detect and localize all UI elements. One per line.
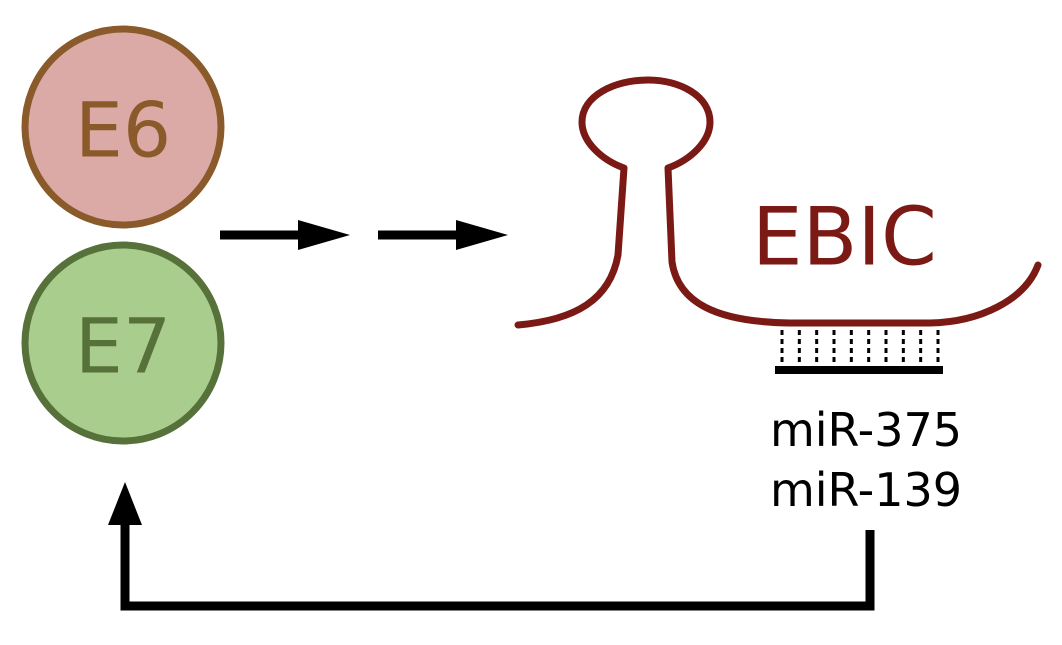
- feedback-arrow: [108, 482, 875, 611]
- e7-label: E7: [75, 302, 171, 391]
- ebic-rna: EBIC: [514, 76, 1042, 329]
- activation-arrows: [220, 220, 508, 250]
- e7-circle: [21, 241, 225, 445]
- mirna-labels: miR-375 miR-139: [770, 403, 962, 517]
- mirna-strand-bar: [775, 366, 943, 374]
- arrow-1-head: [298, 220, 350, 250]
- ebic-hairpin-strand: [514, 76, 1042, 329]
- e7-node: E7: [21, 241, 225, 445]
- mirna-label-375: miR-375: [770, 403, 962, 457]
- e6-circle: [21, 25, 225, 229]
- arrow-2-head: [456, 220, 508, 250]
- e6-label: E6: [75, 86, 171, 175]
- feedback-arrow-head: [108, 482, 142, 525]
- ebic-label: EBIC: [752, 191, 937, 284]
- base-pair-ticks: [780, 330, 940, 364]
- mirna-binding-site: [775, 330, 943, 374]
- mirna-label-139: miR-139: [770, 463, 962, 517]
- e6-node: E6: [21, 25, 225, 229]
- feedback-arrow-shaft: [120, 522, 875, 611]
